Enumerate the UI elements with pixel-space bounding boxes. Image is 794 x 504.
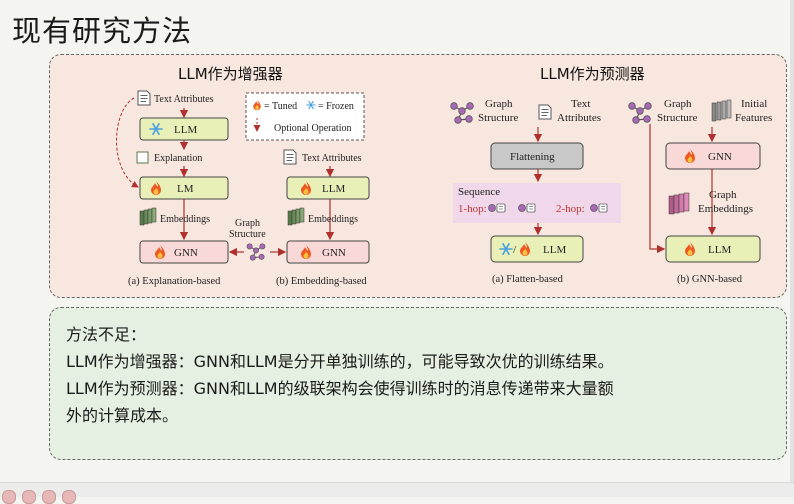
expl-text-attributes: Text Attributes — [154, 94, 214, 105]
flattening-label: Flattening — [510, 151, 555, 163]
graph-structure-line1: Graph — [235, 218, 260, 229]
flattening-box — [490, 142, 584, 170]
gnnb-initial-line1: Initial — [741, 98, 767, 110]
gnnb-gnn-label: GNN — [708, 151, 732, 163]
slide-title: 现有研究方法 — [12, 14, 193, 48]
sequence-box — [453, 183, 621, 223]
flat-graph-line2: Structure — [478, 112, 518, 124]
sequence-label: Sequence — [458, 186, 500, 198]
text-attributes-doc-icon — [538, 104, 552, 120]
gnnb-llm-label: LLM — [708, 244, 731, 256]
limitations-heading: 方法不足： — [66, 325, 147, 344]
nav-dot-icon[interactable] — [22, 490, 36, 504]
limitation-line-3: 外的计算成本。 — [66, 406, 179, 425]
gnnb-emb-line2: Embeddings — [698, 203, 753, 215]
gnnb-initial-line2: Features — [735, 112, 772, 124]
flat-llm-label: LLM — [543, 244, 566, 256]
limitations-panel — [49, 307, 787, 460]
bottom-toolbar — [0, 482, 794, 497]
expl-explanation: Explanation — [154, 153, 202, 164]
emb-text-attributes: Text Attributes — [302, 153, 362, 164]
expl-llm-label: LLM — [174, 124, 197, 136]
expl-lm-label: LM — [177, 183, 194, 195]
explanation-icon — [136, 151, 149, 164]
expl-caption: (a) Explanation-based — [128, 276, 221, 287]
gnnb-emb-line1: Graph — [709, 189, 737, 201]
emb-llm-label: LLM — [322, 183, 345, 195]
emb-embeddings: Embeddings — [308, 214, 358, 225]
flat-graph-line1: Graph — [485, 98, 513, 110]
emb-caption: (b) Embedding-based — [276, 276, 367, 287]
flat-text-line2: Attributes — [557, 112, 601, 124]
optional-path-arrow — [116, 97, 139, 188]
gnnb-graph-line1: Graph — [664, 98, 692, 110]
graph-structure-icon — [628, 102, 652, 124]
legend-tuned: = Tuned — [264, 101, 297, 112]
legend-optional: Optional Operation — [274, 123, 351, 134]
embeddings-icon — [287, 207, 305, 226]
text-attributes-doc-icon — [137, 90, 151, 106]
node-text-pair-icon — [590, 203, 608, 213]
nav-dot-icon[interactable] — [62, 490, 76, 504]
predictor-title: LLM作为预测器 — [540, 65, 645, 83]
expl-embeddings: Embeddings — [160, 214, 210, 225]
node-text-pair-icon — [518, 203, 536, 213]
graph-structure-icon — [450, 102, 474, 124]
initial-features-icon — [711, 99, 732, 122]
emb-gnn-label: GNN — [322, 247, 346, 259]
flat-text-line1: Text — [571, 98, 590, 110]
flat-caption: (a) Flatten-based — [492, 274, 564, 285]
nav-dot-icon[interactable] — [2, 490, 16, 504]
graph-embeddings-icon — [668, 192, 690, 215]
legend-frozen: = Frozen — [318, 101, 354, 112]
hop1-label: 1-hop: — [458, 203, 487, 215]
graph-structure-line2: Structure — [229, 229, 266, 240]
frozen-tuned-slash: / — [513, 244, 517, 256]
flat-llm-box — [490, 235, 584, 263]
enhancer-title: LLM作为增强器 — [178, 65, 283, 83]
node-text-pair-icon — [488, 203, 506, 213]
embeddings-icon — [139, 207, 157, 226]
hop2-label: 2-hop: — [556, 203, 585, 215]
legend-box — [245, 92, 365, 141]
gnnb-caption: (b) GNN-based — [677, 274, 743, 285]
gnnb-graph-line2: Structure — [657, 112, 697, 124]
graph-structure-icon — [246, 243, 266, 261]
limitation-line-1: LLM作为增强器：GNN和LLM是分开单独训练的，可能导致次优的训练结果。 — [66, 352, 614, 371]
scrollbar[interactable] — [790, 0, 794, 482]
text-attributes-doc-icon — [283, 149, 297, 165]
expl-gnn-label: GNN — [174, 247, 198, 259]
nav-dot-icon[interactable] — [42, 490, 56, 504]
limitation-line-2: LLM作为预测器：GNN和LLM的级联架构会使得训练时的消息传递带来大量额 — [66, 379, 614, 398]
